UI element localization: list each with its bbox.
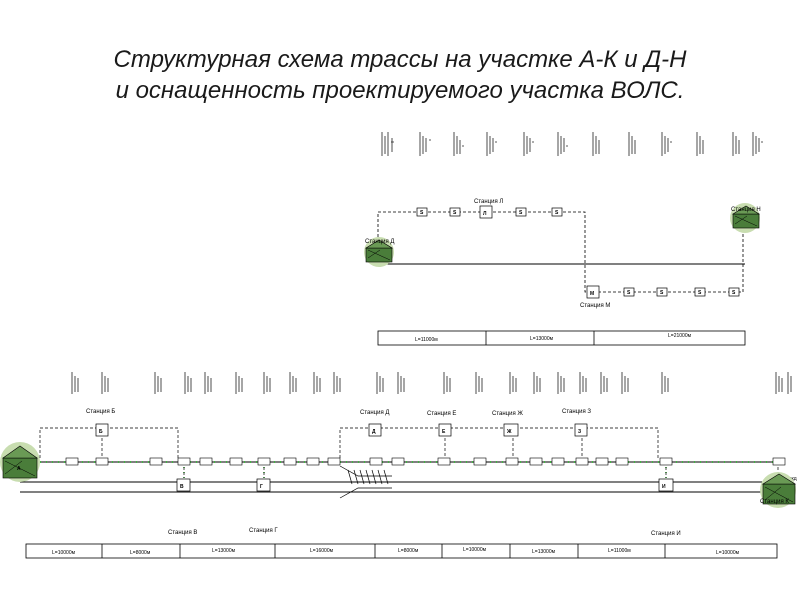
box-d [368,423,382,437]
box-b [95,423,109,437]
top-length-1: L=11000м [415,337,438,343]
bottom-length-1: L=10000м [52,550,76,556]
station-n-icon [730,203,761,233]
box-zh-label: Ж [506,429,512,435]
top-s-box [551,207,563,217]
bottom-length-7: L=13000м [532,549,556,555]
top-length-3: L=21000м [668,333,692,339]
station-k-label: Станция К [760,499,789,505]
bottom-length-4: L=16000м [310,548,334,554]
top-s-box-label: S [627,290,631,296]
box-z-label: З [578,429,581,435]
top-s-box [656,287,668,297]
top-length-2: L=13000м [530,336,554,342]
box-l-label: Л [483,211,487,217]
top-s-box [728,287,740,297]
top-s-box [623,287,635,297]
top-s-box-label: S [519,210,523,216]
route-l-dashed [377,211,744,293]
station-d-top-icon [364,237,394,267]
top-s-box-label: S [660,290,664,296]
box-i [658,478,674,492]
coupling-boxes [65,457,786,466]
station-l-label: Станция Л [474,199,503,205]
bottom-length-9: L=10000м [716,550,740,556]
bottom-length-3: L=13000м [212,548,236,554]
station-a-icon [0,442,40,482]
top-s-box [694,287,706,297]
station-n-label: Станция Н [731,207,761,213]
top-s-box-label: S [732,290,736,296]
box-e-label: Е [442,429,446,435]
station-k-icon [760,472,797,508]
box-e [438,423,452,437]
station-z-label: Станция З [562,409,591,415]
station-d-top-label: Станция Д [365,239,394,245]
top-s-box-label: S [698,290,702,296]
branch-d-z-dashed [339,427,659,458]
top-code-markers [381,132,763,156]
box-z [574,423,588,437]
top-s-box-label: S [420,210,424,216]
top-length-table: L=11000м L=13000м L=21000м [377,330,746,346]
top-s-box [449,207,461,217]
box-g [256,478,271,492]
title-line-2: и оснащенность проектируемого участка ВО… [115,77,685,104]
rail-junction [339,465,392,499]
bottom-code-markers [71,372,792,394]
bottom-length-6: L=10000м [463,547,487,553]
box-l [479,205,493,219]
station-e-label: Станция Е [427,411,456,417]
diagram-title: Структурная схема трассы на участке А-К … [0,44,800,106]
box-g-label: Г [260,484,263,490]
box-v-label: В [180,484,184,490]
box-d-label: Д [372,429,376,435]
station-b-label: Станция Б [86,409,115,415]
branch-b-dashed [39,427,179,458]
box-zh [503,423,519,437]
marker-a: А [17,466,21,472]
bottom-scheme: Ось жд Б Станция [0,372,797,559]
station-i-label: Станция И [651,531,681,537]
top-s-box [416,207,428,217]
bottom-length-8: L=11000м [608,548,631,554]
bottom-length-2: L=8000м [130,550,151,556]
station-v-label: Станция В [168,530,197,536]
top-s-box-label: S [555,210,559,216]
top-s-box [515,207,527,217]
top-scheme: S S Л S S Станция Л М S S S S Станция М … [364,132,763,346]
bottom-length-table: L=10000м L=8000м L=13000м L=16000м L=800… [25,543,778,559]
box-b-label: Б [99,429,103,435]
top-s-box-label: S [453,210,457,216]
station-d-label: Станция Д [360,410,389,416]
station-g-label: Станция Г [249,528,278,534]
box-v [176,478,191,492]
station-m-label: Станция М [580,303,610,309]
bottom-length-5: L=8000м [398,548,419,554]
box-m [586,285,600,299]
title-line-1: Структурная схема трассы на участке А-К … [113,46,687,73]
box-m-label: М [590,291,594,297]
station-zh-label: Станция Ж [492,411,523,417]
box-i-label: И [662,484,666,490]
